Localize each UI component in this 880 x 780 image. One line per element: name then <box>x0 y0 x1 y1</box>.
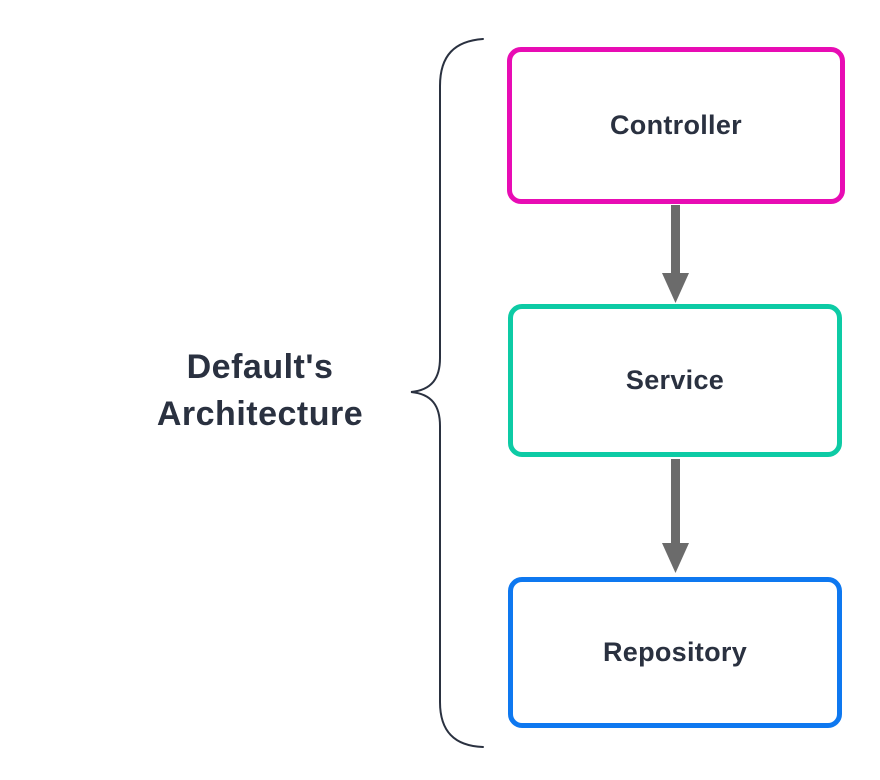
node-service: Service <box>508 304 842 457</box>
node-controller-label: Controller <box>609 110 742 140</box>
node-service-label: Service <box>625 365 725 395</box>
arrow-head-icon <box>662 273 689 303</box>
diagram-title: Default's Architecture <box>95 344 425 438</box>
diagram-title-line-1: Default's <box>186 348 334 386</box>
diagram-title-line-2: Architecture <box>156 395 364 433</box>
arrow-shaft <box>671 459 680 545</box>
arrow-head-icon <box>662 543 689 573</box>
node-repository-label: Repository <box>602 637 748 667</box>
node-repository: Repository <box>508 577 842 728</box>
node-controller: Controller <box>507 47 845 204</box>
arrow-service-to-repository <box>662 459 689 573</box>
arrow-controller-to-service <box>662 205 689 303</box>
arrow-shaft <box>671 205 680 275</box>
